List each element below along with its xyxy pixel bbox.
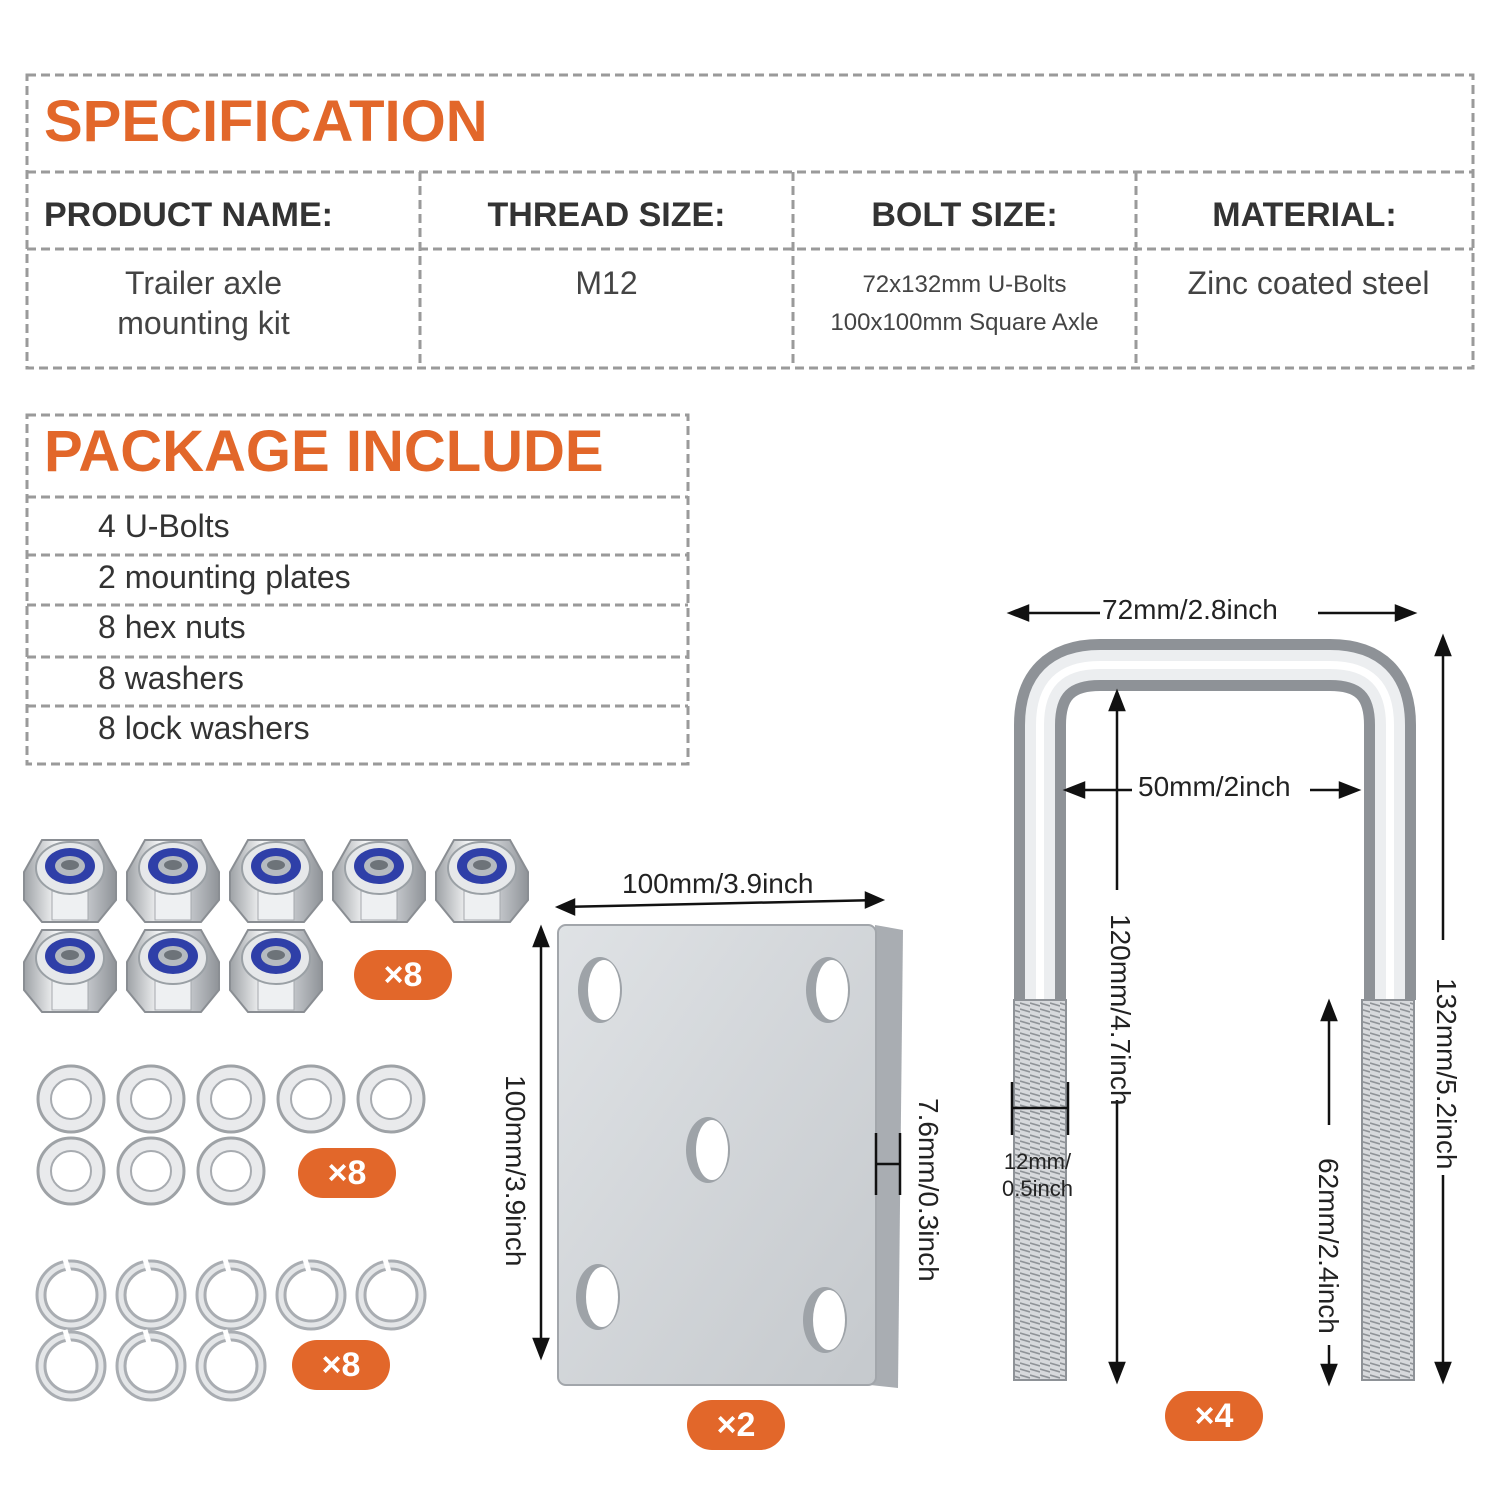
header-bolt-size: BOLT SIZE: [871, 196, 1058, 234]
plate-height-label: 100mm/3.9inch [500, 1075, 531, 1267]
product-name-line-1: Trailer axle [124, 265, 283, 301]
ubolts-qty-badge: ×4 [1165, 1391, 1263, 1441]
diameter-line-1: 12mm/ [1003, 1149, 1072, 1174]
value-bolt-size: 72x132mm U-Bolts 100x100mm Square Axle [793, 266, 1136, 342]
package-title: PACKAGE INCLUDE [44, 419, 604, 484]
package-item: 4 U-Bolts [98, 508, 230, 544]
mounting-plate-icon [557, 924, 903, 1388]
value-product-name: Trailer axle mounting kit [27, 263, 380, 343]
washers-qty-badge: ×8 [298, 1148, 396, 1198]
ubolt-inner-height-label: 120mm/4.7inch [1105, 914, 1136, 1106]
value-thread-size: M12 [575, 265, 638, 301]
plates-qty-badge: ×2 [687, 1400, 785, 1450]
ubolt-outer-width-label: 72mm/2.8inch [1102, 594, 1278, 626]
u-bolt-icon [1013, 639, 1416, 1381]
plate-width-label: 100mm/3.9inch [622, 868, 814, 899]
bolt-size-line-1: 72x132mm U-Bolts [862, 271, 1067, 298]
package-item: 8 hex nuts [98, 609, 246, 645]
ubolt-total-height-label: 132mm/5.2inch [1431, 978, 1462, 1170]
lock-washers-qty-badge: ×8 [292, 1340, 390, 1390]
plate-thickness-label: 7.6mm/0.3inch [913, 1098, 944, 1282]
diameter-line-2: 0.5inch [1002, 1176, 1073, 1201]
thread-length-label: 62mm/2.4inch [1313, 1158, 1344, 1334]
ubolt-inner-width-label: 50mm/2inch [1138, 771, 1291, 803]
package-item: 8 lock washers [98, 710, 310, 746]
product-name-line-2: mounting kit [117, 305, 290, 341]
package-item: 8 washers [98, 660, 244, 696]
diameter-label: 12mm/ 0.5inch [990, 1148, 1085, 1202]
nuts-qty-badge: ×8 [354, 950, 452, 1000]
value-material: Zinc coated steel [1187, 265, 1430, 301]
bolt-size-line-2: 100x100mm Square Axle [830, 309, 1099, 336]
spec-title: SPECIFICATION [44, 89, 488, 154]
dimension-lines [532, 604, 1452, 1387]
header-thread-size: THREAD SIZE: [487, 196, 726, 234]
header-material: MATERIAL: [1212, 196, 1397, 234]
package-item: 2 mounting plates [98, 559, 351, 595]
hex-nut-icons [23, 839, 529, 1013]
header-product-name: PRODUCT NAME: [44, 196, 333, 234]
